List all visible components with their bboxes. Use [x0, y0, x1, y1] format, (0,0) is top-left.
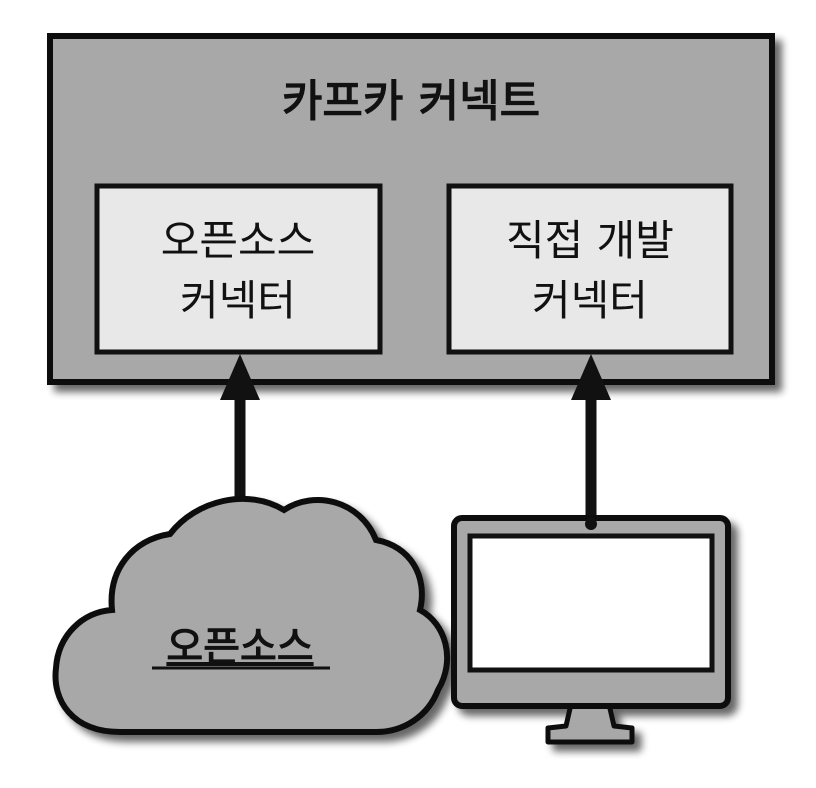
- custom-connector-box: 직접 개발 커넥터: [446, 183, 734, 355]
- custom-connector-line2: 커넥터: [532, 276, 648, 325]
- open-source-connector-line1: 오픈소스: [161, 216, 316, 265]
- container-title: 카프카 커넥트: [282, 76, 540, 127]
- custom-connector-line1: 직접 개발: [506, 216, 674, 265]
- open-source-connector-line2: 커넥터: [180, 276, 296, 325]
- cloud-icon: 오픈소스: [52, 495, 451, 735]
- open-source-connector-box: 오픈소스 커넥터: [94, 183, 383, 355]
- cloud-label: 오픈소스: [166, 624, 313, 670]
- monitor-screen: [467, 533, 715, 673]
- monitor-icon: [451, 515, 731, 745]
